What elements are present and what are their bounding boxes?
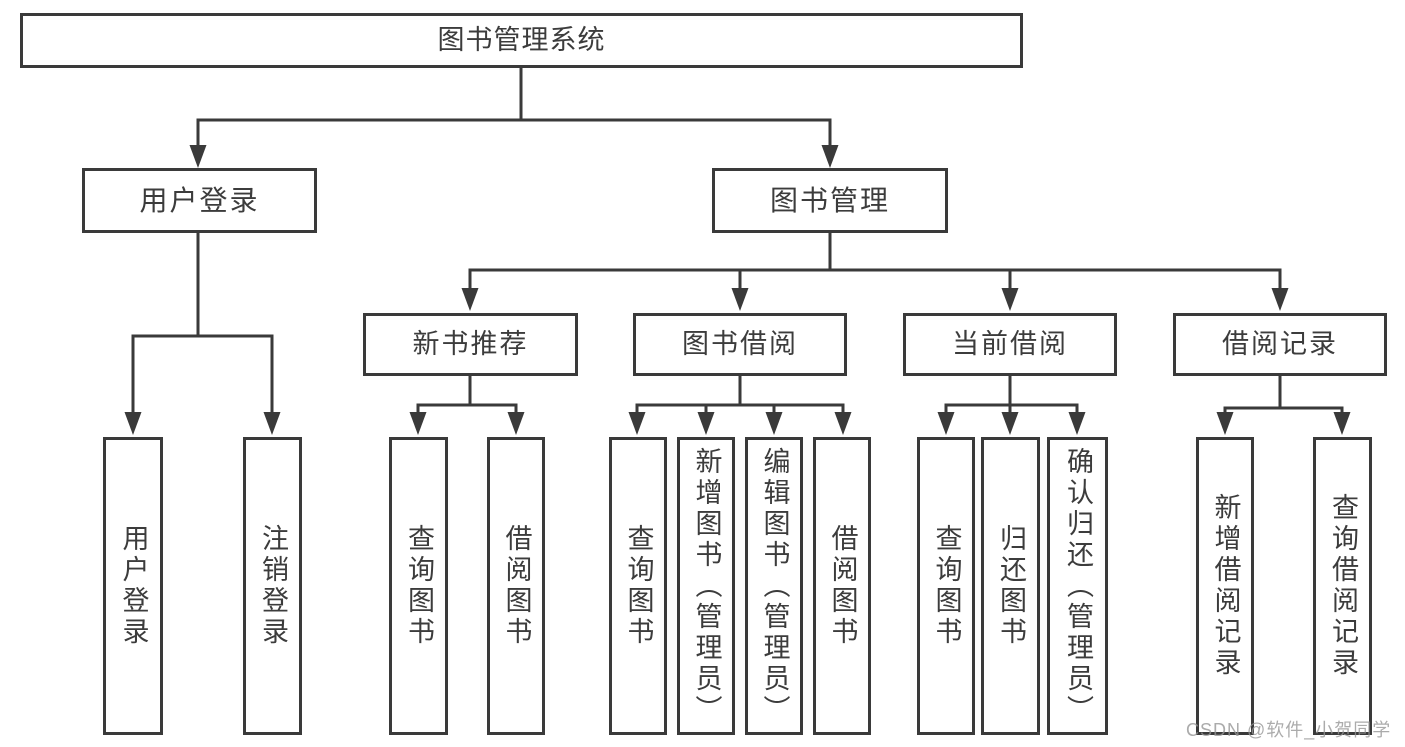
- leaf-return-books: 归还图书: [981, 437, 1040, 735]
- leaf-label: 借阅图书: [501, 524, 532, 648]
- arrowheads: [124, 145, 1351, 435]
- node-current-borrowing: 当前借阅: [903, 313, 1117, 376]
- leaf-label: 查询借阅记录: [1328, 493, 1358, 679]
- node-library-management-system: 图书管理系统: [20, 13, 1023, 68]
- leaf-query-books-current: 查询图书: [917, 437, 975, 735]
- leaf-query-books-recommend: 查询图书: [389, 437, 448, 735]
- leaf-edit-books-admin: 编辑图书︵管理员︶: [745, 437, 803, 735]
- leaf-label: 确认归还︵管理员︶: [1063, 446, 1093, 726]
- node-label: 借阅记录: [1222, 329, 1338, 359]
- node-new-book-recommendation: 新书推荐: [363, 313, 578, 376]
- watermark: CSDN @软件_小贺同学: [1186, 720, 1392, 740]
- leaf-label: 借阅图书: [827, 524, 858, 648]
- node-book-borrowing: 图书借阅: [633, 313, 847, 376]
- leaf-label: 新增借阅记录: [1210, 493, 1241, 679]
- node-label: 图书借阅: [682, 329, 798, 359]
- leaf-query-books-borrowing: 查询图书: [609, 437, 667, 735]
- node-user-login: 用户登录: [82, 168, 317, 233]
- leaf-add-books-admin: 新增图书︵管理员︶: [677, 437, 735, 735]
- node-book-management: 图书管理: [712, 168, 948, 233]
- node-label: 图书管理: [769, 184, 890, 216]
- node-label: 新书推荐: [412, 329, 529, 359]
- node-borrowing-records: 借阅记录: [1173, 313, 1387, 376]
- leaf-add-borrow-record: 新增借阅记录: [1196, 437, 1254, 735]
- leaf-label: 查询图书: [931, 524, 962, 648]
- leaf-borrow-books-borrowing: 借阅图书: [813, 437, 871, 735]
- leaf-label: 查询图书: [623, 524, 654, 648]
- leaf-label: 用户登录: [118, 524, 149, 648]
- leaf-label: 编辑图书︵管理员︶: [759, 446, 790, 726]
- leaf-confirm-return-admin: 确认归还︵管理员︶: [1047, 437, 1108, 735]
- leaf-label: 查询图书: [404, 524, 434, 648]
- leaf-query-borrow-record: 查询借阅记录: [1313, 437, 1372, 735]
- leaf-label: 归还图书: [996, 524, 1026, 648]
- leaf-user-login: 用户登录: [103, 437, 163, 735]
- node-label: 用户登录: [139, 184, 260, 216]
- node-label: 图书管理系统: [437, 25, 606, 55]
- leaf-logout: 注销登录: [243, 437, 302, 735]
- leaf-borrow-books-recommend: 借阅图书: [487, 437, 545, 735]
- leaf-label: 新增图书︵管理员︶: [691, 446, 722, 726]
- leaf-label: 注销登录: [258, 524, 288, 648]
- node-label: 当前借阅: [952, 329, 1068, 359]
